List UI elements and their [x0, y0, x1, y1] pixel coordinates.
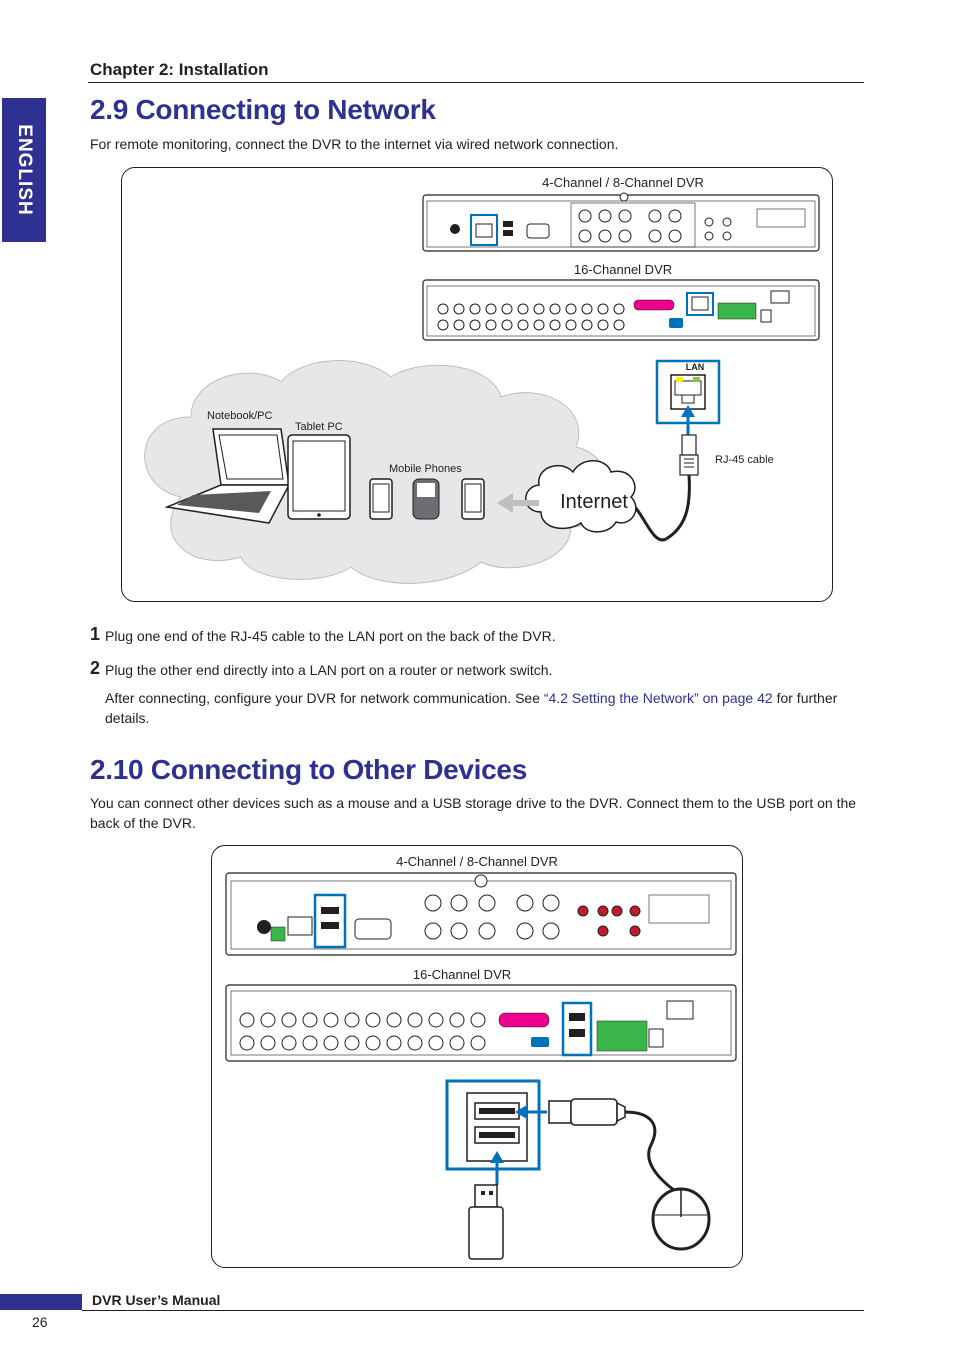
step-number-2: 2 — [90, 658, 101, 678]
chapter-divider — [88, 82, 864, 83]
rj45-label: RJ-45 cable — [715, 454, 774, 466]
usb-drive-arrow — [490, 1151, 504, 1185]
network-diagram: 4-Channel / 8-Channel DVR 16-Channel DVR… — [144, 175, 820, 584]
section-intro-devices: You can connect other devices such as a … — [90, 795, 857, 831]
dvr-16-channel-label: 16-Channel DVR — [574, 262, 672, 277]
after-text-end: for further details. — [105, 690, 838, 726]
mouse-icon — [651, 1187, 711, 1251]
after-text-start: After connecting, configure your DVR for… — [105, 690, 544, 706]
after-connecting-text: After connecting, configure your DVR for… — [105, 688, 845, 728]
cloud-shape — [144, 360, 610, 584]
chapter-heading: Chapter 2: Installation — [90, 60, 269, 79]
phone-icons — [369, 478, 485, 520]
language-tab-label: ENGLISH — [14, 124, 35, 216]
footer-divider — [82, 1310, 864, 1311]
step-number-1: 1 — [90, 624, 101, 644]
usb-mouse-arrow — [515, 1105, 547, 1119]
section-title-network: 2.9 Connecting to Network — [90, 94, 436, 125]
usb-plug-icon — [548, 1098, 626, 1126]
step-2-text: Plug the other end directly into a LAN p… — [105, 662, 553, 678]
usb-drive-icon — [468, 1184, 504, 1260]
step-1-text: Plug one end of the RJ-45 cable to the L… — [105, 628, 556, 644]
dvr-16-channel-label-2: 16-Channel DVR — [413, 967, 511, 982]
tablet-icon — [287, 434, 351, 520]
dvr-4-8-channel-panel-2 — [225, 872, 737, 956]
rj45-connector — [679, 434, 699, 476]
section-intro-network: For remote monitoring, connect the DVR t… — [90, 136, 619, 152]
language-tab: ENGLISH — [2, 98, 46, 242]
dvr-4-8-channel-label: 4-Channel / 8-Channel DVR — [542, 175, 704, 190]
dvr-4-8-channel-label-2: 4-Channel / 8-Channel DVR — [396, 854, 558, 869]
phones-label: Mobile Phones — [389, 463, 462, 475]
dvr-16-channel-panel — [422, 279, 820, 341]
internet-cloud — [525, 460, 637, 533]
data-arrow — [497, 493, 539, 513]
dvr-16-channel-panel-2 — [225, 984, 737, 1062]
internet-label: Internet — [560, 491, 628, 513]
footer-title: DVR User’s Manual — [92, 1292, 221, 1308]
network-setting-link[interactable]: “4.2 Setting the Network” on page 42 — [543, 690, 773, 706]
devices-diagram: 4-Channel / 8-Channel DVR 16-Channel DVR — [225, 854, 737, 1260]
page-number: 26 — [32, 1314, 48, 1330]
lan-label: LAN — [686, 362, 705, 372]
tablet-label: Tablet PC — [295, 421, 343, 433]
dvr-4-8-channel-panel — [422, 192, 820, 252]
footer-bar — [0, 1294, 82, 1310]
mouse-cable — [624, 1110, 682, 1197]
section-title-devices: 2.10 Connecting to Other Devices — [90, 754, 527, 785]
network-cable — [625, 474, 691, 542]
usb-port-zoom — [445, 1079, 541, 1171]
notebook-label: Notebook/PC — [207, 410, 272, 422]
laptop-icon — [164, 428, 291, 524]
